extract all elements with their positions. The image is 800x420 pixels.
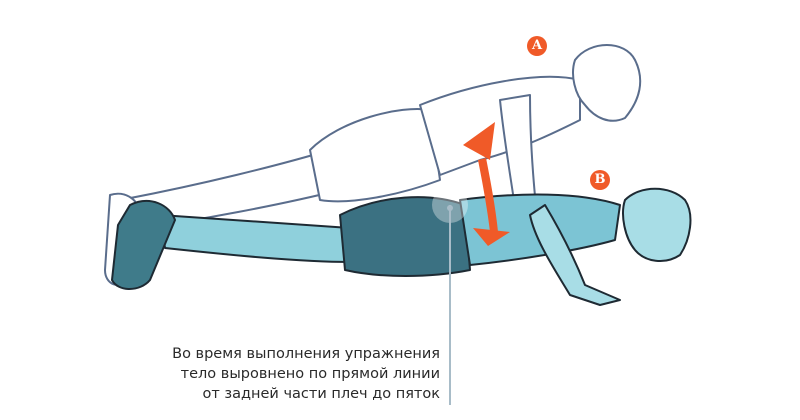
movement-arrow-icon — [463, 122, 510, 246]
position-a-badge: A — [527, 36, 547, 56]
caption-text: Во время выполнения упражнения тело выро… — [150, 344, 440, 404]
figure-position-b — [111, 187, 692, 306]
position-b-badge: B — [590, 170, 610, 190]
caption-line-3: от задней части плеч до пяток — [202, 386, 440, 402]
caption-line-2: тело выровнено по прямой линии — [180, 366, 440, 382]
caption-line-1: Во время выполнения упражнения — [172, 346, 440, 362]
